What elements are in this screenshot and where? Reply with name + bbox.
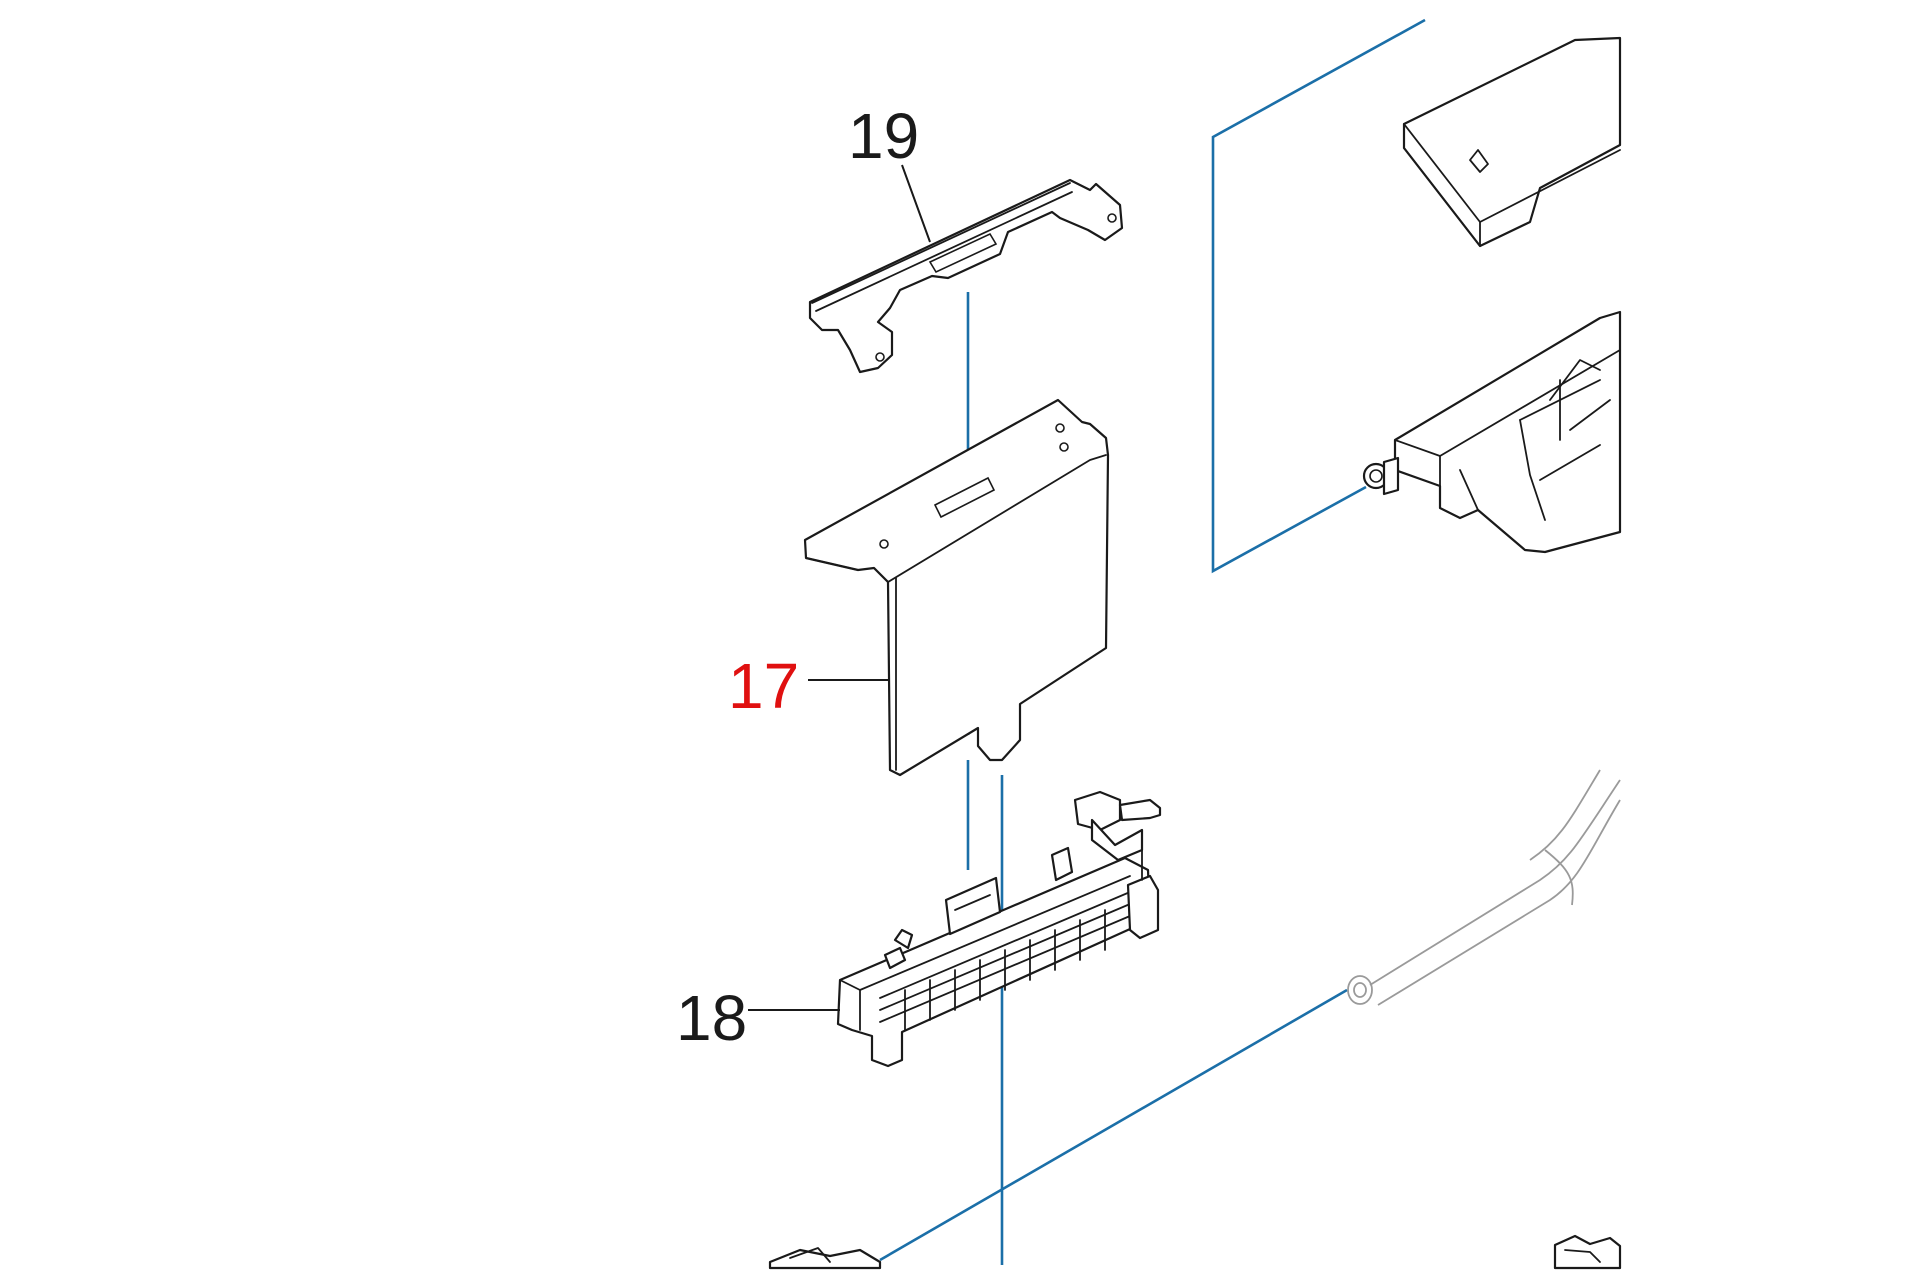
right-tray xyxy=(1362,310,1622,554)
callout-19-label: 19 xyxy=(848,100,919,172)
leader-19 xyxy=(901,164,931,243)
part-19-bracket xyxy=(808,178,1124,374)
axis-line-tube xyxy=(879,988,1348,1262)
part-18-holder xyxy=(836,790,1162,1068)
bottom-fragments xyxy=(768,1234,1622,1270)
top-right-block xyxy=(1402,36,1622,248)
callout-18-label: 18 xyxy=(676,982,747,1054)
tube xyxy=(1347,769,1621,1006)
axis-line-upper-right xyxy=(1211,18,1426,574)
callout-17-label: 17 xyxy=(728,650,799,722)
part-17-cover xyxy=(803,398,1110,777)
callout-leaders xyxy=(748,164,931,1011)
